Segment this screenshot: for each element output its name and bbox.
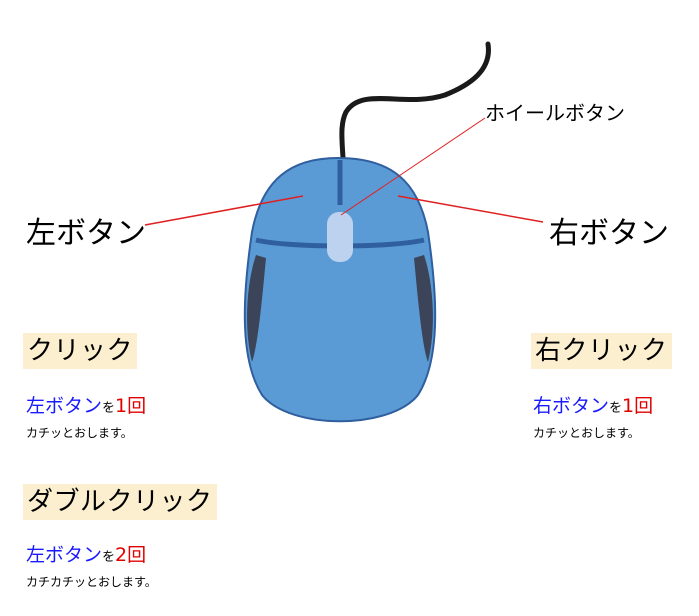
leader-line-wheel [340,117,486,216]
double-click-heading: ダブルクリック [23,484,217,520]
click-button-name: 左ボタン [26,395,103,417]
mouse-left-grip [247,255,266,362]
right-click-particle: を [609,401,623,416]
leader-line-left [144,195,304,226]
click-description: カチッとおします。 [26,426,133,440]
double-click-particle: を [102,550,116,565]
right-click-heading: 右クリック [531,333,672,369]
mouse-wheel [327,212,353,262]
click-instruction: 左ボタンを1回 [26,395,147,418]
click-particle: を [102,401,116,416]
click-heading: クリック [23,333,138,369]
double-click-instruction: 左ボタンを2回 [26,544,147,567]
leader-line-right [397,195,544,223]
mouse-cable [339,41,491,161]
double-click-description: カチカチッとおします。 [26,575,157,589]
right-click-instruction: 右ボタンを1回 [533,395,654,418]
double-click-count: 2回 [115,544,147,566]
mouse-right-grip [414,255,433,362]
right-button-label: 右ボタン [549,216,669,251]
mouse-body [243,156,437,423]
right-click-button-name: 右ボタン [533,395,610,417]
right-click-description: カチッとおします。 [533,426,640,440]
double-click-button-name: 左ボタン [26,544,103,566]
click-count: 1回 [115,395,147,417]
left-button-label: 左ボタン [26,216,146,251]
wheel-button-label: ホイールボタン [485,101,625,125]
right-click-count: 1回 [622,395,654,417]
